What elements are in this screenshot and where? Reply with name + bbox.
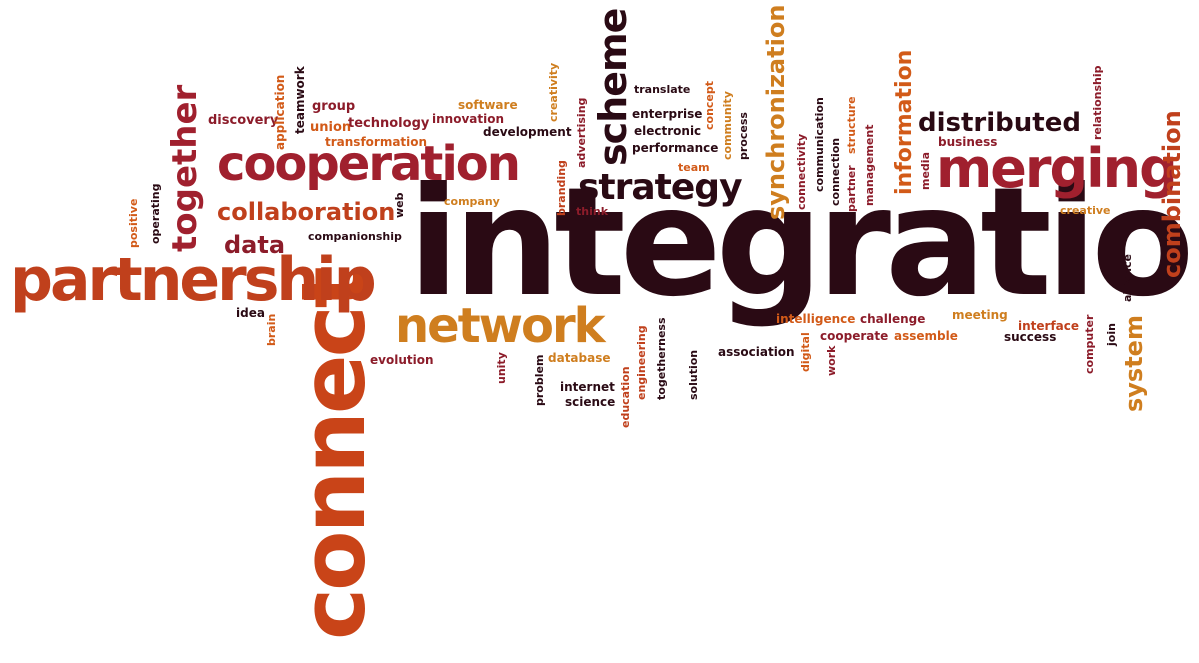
word-challenge: challenge	[860, 312, 926, 326]
word-success: success	[1004, 330, 1057, 344]
word-structure: structure	[845, 96, 858, 154]
word-discovery: discovery	[208, 113, 279, 128]
word-process: process	[737, 112, 750, 160]
word-connection: connection	[829, 137, 842, 206]
word-relationship: relationship	[1091, 65, 1104, 140]
word-interface: interface	[1018, 319, 1080, 333]
word-advertising: advertising	[575, 97, 588, 168]
word-database: database	[548, 351, 611, 365]
word-brain: brain	[265, 313, 278, 346]
word-union: union	[310, 120, 352, 135]
word-alliance: alliance	[1121, 254, 1134, 302]
word-system: system	[1120, 315, 1148, 412]
word-distributed: distributed	[918, 108, 1081, 138]
word-association: association	[718, 345, 795, 359]
word-creative: creative	[1060, 204, 1111, 217]
word-synchronization: synchronization	[762, 4, 790, 220]
word-media: media	[919, 152, 932, 190]
word-application: application	[273, 74, 287, 150]
word-translate: translate	[634, 83, 691, 96]
word-work: work	[825, 345, 838, 376]
word-software: software	[458, 98, 518, 112]
word-positive: positive	[127, 198, 140, 248]
word-partner: partner	[845, 165, 858, 212]
word-solution: solution	[687, 349, 700, 400]
word-scheme: scheme	[591, 8, 635, 166]
word-think: think	[576, 205, 609, 218]
word-data: data	[224, 231, 286, 259]
word-digital: digital	[799, 332, 812, 372]
word-combination: combination	[1158, 110, 1186, 278]
word-connectivity: connectivity	[795, 133, 808, 210]
word-branding: branding	[555, 160, 568, 216]
word-strategy: strategy	[578, 167, 743, 208]
word-connect: connect	[282, 269, 385, 640]
word-merging: merging	[936, 137, 1178, 200]
word-network: network	[395, 298, 606, 354]
word-operating: operating	[149, 183, 162, 244]
word-transformation: transformation	[325, 135, 428, 149]
word-evolution: evolution	[370, 353, 434, 367]
word-collaboration: collaboration	[217, 198, 396, 226]
word-concept: concept	[703, 80, 716, 130]
word-science: science	[565, 395, 616, 409]
word-unity: unity	[495, 352, 508, 384]
word-company: company	[444, 195, 500, 208]
word-meeting: meeting	[952, 308, 1008, 322]
word-companionship: companionship	[308, 230, 402, 243]
word-teamwork: teamwork	[293, 66, 307, 134]
word-education: education	[619, 366, 632, 428]
word-cooperation: cooperation	[217, 136, 521, 192]
word-engineering: engineering	[635, 325, 648, 400]
word-technology: technology	[348, 116, 430, 131]
word-community: community	[721, 91, 734, 160]
word-together: together	[165, 84, 205, 252]
word-web: web	[393, 192, 406, 219]
word-communication: communication	[813, 97, 826, 192]
word-group: group	[312, 99, 356, 114]
word-performance: performance	[632, 141, 719, 155]
word-partnership: partnership	[10, 245, 377, 315]
word-cooperate: cooperate	[820, 329, 889, 343]
word-join: join	[1105, 323, 1118, 346]
word-enterprise: enterprise	[632, 107, 703, 121]
word-integration: integration	[408, 156, 1199, 330]
word-assemble: assemble	[894, 329, 958, 343]
word-computer: computer	[1083, 314, 1096, 374]
word-creativity: creativity	[547, 62, 560, 122]
word-internet: internet	[560, 380, 615, 394]
word-innovation: innovation	[432, 112, 504, 126]
word-electronic: electronic	[634, 124, 702, 138]
word-togetherness: togetherness	[655, 317, 668, 400]
word-management: management	[863, 124, 876, 207]
word-idea: idea	[236, 306, 265, 320]
word-development: development	[483, 125, 572, 139]
word-information: information	[892, 49, 917, 195]
word-intelligence: intelligence	[776, 312, 856, 326]
word-problem: problem	[533, 354, 546, 406]
word-team: team	[678, 161, 710, 174]
word-business: business	[938, 135, 998, 149]
